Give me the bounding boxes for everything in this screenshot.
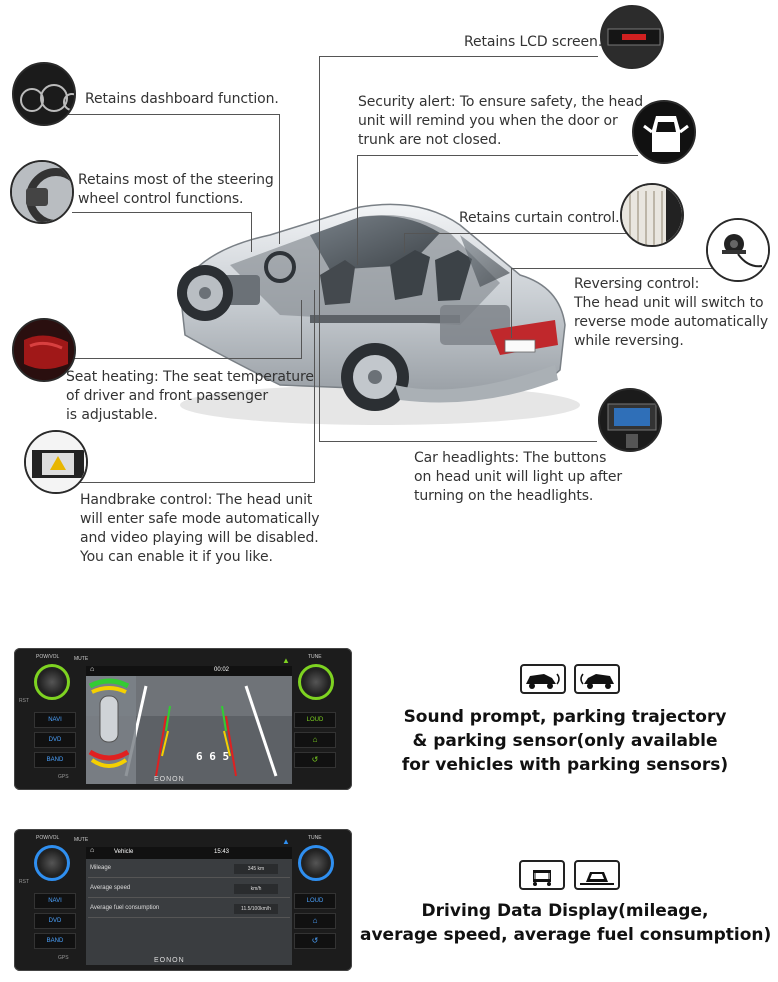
volume-knob[interactable] [34, 845, 70, 881]
connector-line-steering-v [251, 212, 252, 252]
road-marking: 6 6 5 [196, 750, 230, 763]
row-label: Mileage [90, 865, 112, 871]
connector-line-seat [62, 358, 302, 359]
head-unit-parking-view: POW/VOL RST NAVI DVD BAND GPS MUTE ▲ ⌂ 0… [14, 648, 352, 790]
callout-curtain: Retains curtain control. [459, 210, 620, 226]
row-label: Average fuel consumption [90, 905, 160, 911]
tune-knob[interactable] [298, 845, 334, 881]
connector-line-steering [72, 212, 252, 213]
connector-line-curtain [405, 233, 627, 234]
navi-button[interactable]: NAVI [34, 893, 76, 909]
row-value: 345 km [234, 864, 278, 874]
band-button[interactable]: BAND [34, 752, 76, 768]
gps-label: GPS [58, 774, 69, 780]
connector-line-reversing-v [511, 268, 512, 338]
tune-label: TUNE [308, 835, 322, 841]
seat-heating-thumbnail [12, 318, 76, 382]
callout-reversing: Reversing control: The head unit will sw… [574, 276, 769, 349]
connector-line-seat-v [301, 300, 302, 359]
connector-line-reversing [512, 268, 742, 269]
car-cutaway-illustration [177, 203, 580, 425]
connector-line-dashboard [68, 114, 280, 115]
headlights-thumbnail [598, 388, 662, 452]
home-icon[interactable]: ⌂ [90, 847, 95, 854]
speed-display-icon [574, 860, 620, 890]
data-row: Average fuel consumption 11.5/100km/h [88, 903, 290, 918]
reversing-camera-thumbnail [706, 218, 770, 282]
parking-sensor-icon-2 [574, 664, 620, 694]
callout-steering-wheel: Retains most of the steering wheel contr… [78, 172, 274, 207]
connector-line-lcd [320, 56, 598, 57]
dvd-button[interactable]: DVD [34, 913, 76, 929]
home-button[interactable]: ⌂ [294, 732, 336, 748]
dashboard-thumbnail [12, 62, 76, 126]
status-bar: ⌂ 00:02 [86, 666, 292, 676]
callout-seat-heating: Seat heating: The seat temperature of dr… [66, 369, 314, 423]
mute-button[interactable]: MUTE [74, 656, 89, 662]
row-label: Average speed [90, 885, 131, 891]
connector-line-dashboard-v [279, 114, 280, 244]
home-button[interactable]: ⌂ [294, 913, 336, 929]
callout-security-alert: Security alert: To ensure safety, the he… [358, 94, 644, 148]
data-row: Mileage 345 km [88, 863, 290, 878]
parking-camera-view [86, 676, 292, 784]
band-button[interactable]: BAND [34, 933, 76, 949]
back-button[interactable]: ↺ [294, 933, 336, 949]
steering-wheel-thumbnail [10, 160, 74, 224]
feature-parking-caption: Sound prompt, parking trajectory & parki… [401, 707, 729, 775]
car-features-diagram: Retains LCD screen. Retains dashboard fu… [10, 5, 770, 565]
row-value: 11.5/100km/h [234, 904, 278, 914]
gps-label: GPS [58, 955, 69, 961]
rst-label: RST [19, 698, 29, 704]
pow-vol-label: POW/VOL [36, 654, 60, 660]
data-row: Average speed km/h [88, 883, 290, 898]
connector-line-curtain-v [404, 233, 405, 253]
mute-button[interactable]: MUTE [74, 837, 89, 843]
brand-logo: EONON [154, 776, 185, 783]
head-unit-vehicle-data: POW/VOL RST NAVI DVD BAND GPS MUTE ▲ ⌂ V… [14, 829, 352, 971]
status-time: 00:02 [214, 667, 230, 673]
loud-button[interactable]: LOUD [294, 893, 336, 909]
security-alert-thumbnail [632, 100, 696, 164]
back-button[interactable]: ↺ [294, 752, 336, 768]
row-value: km/h [234, 884, 278, 894]
eject-icon[interactable]: ▲ [282, 837, 290, 846]
curtain-thumbnail [620, 183, 684, 247]
tune-knob[interactable] [298, 664, 334, 700]
camera-screen: ⌂ 00:02 6 6 5 [86, 666, 292, 784]
status-bar: ⌂ Vehicle 15:43 [86, 847, 292, 859]
lcd-screen-thumbnail [600, 5, 664, 69]
callout-lcd-screen: Retains LCD screen. [464, 34, 603, 50]
rst-label: RST [19, 879, 29, 885]
navi-button[interactable]: NAVI [34, 712, 76, 728]
connector-line-handbrake [80, 482, 315, 483]
connector-line-headlights [319, 441, 597, 442]
dvd-button[interactable]: DVD [34, 732, 76, 748]
home-icon[interactable]: ⌂ [90, 666, 95, 673]
callout-headlights: Car headlights: The buttons on head unit… [414, 450, 623, 504]
feature-driving-data-caption: Driving Data Display(mileage, average sp… [360, 901, 772, 945]
eject-icon[interactable]: ▲ [282, 656, 290, 665]
parking-sensor-icon-1 [520, 664, 566, 694]
connector-line-security-v [357, 155, 358, 265]
connector-line-handbrake-v [314, 290, 315, 483]
connector-line-security [358, 155, 638, 156]
volume-knob[interactable] [34, 664, 70, 700]
callout-dashboard: Retains dashboard function. [85, 91, 279, 107]
callout-handbrake: Handbrake control: The head unit will en… [80, 492, 320, 565]
status-time: 15:43 [214, 849, 230, 855]
vehicle-data-screen: ⌂ Vehicle 15:43 Mileage 345 km Average s… [86, 847, 292, 965]
pow-vol-label: POW/VOL [36, 835, 60, 841]
brand-logo: EONON [154, 957, 185, 964]
tune-label: TUNE [308, 654, 322, 660]
vehicle-data-icon [519, 860, 565, 890]
screen-title: Vehicle [114, 849, 134, 855]
loud-button[interactable]: LOUD [294, 712, 336, 728]
connector-line-lcd-v [319, 56, 320, 441]
handbrake-thumbnail [24, 430, 88, 494]
